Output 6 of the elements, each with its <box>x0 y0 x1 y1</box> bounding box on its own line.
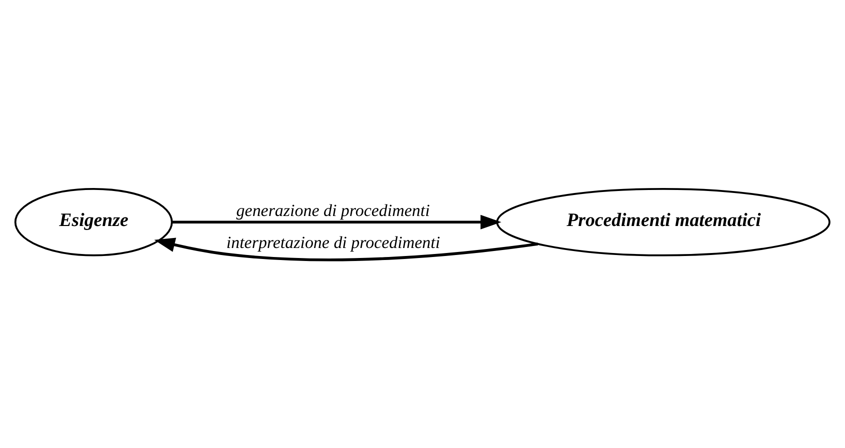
arrow <box>172 214 502 229</box>
edge-label: interpretazione di procedimenti <box>226 232 440 252</box>
node-ellipse: Procedimenti matematici <box>496 187 830 256</box>
edge-label: generazione di procedimenti <box>236 200 430 220</box>
arrow <box>154 237 538 261</box>
node-ellipse: Esigenze <box>14 187 173 256</box>
